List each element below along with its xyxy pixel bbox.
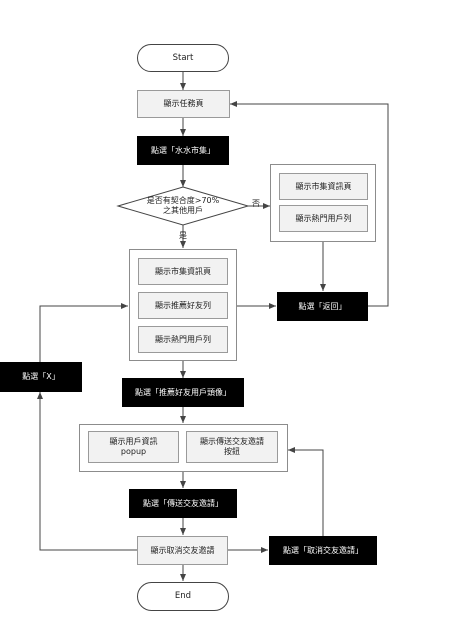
- show-cancel-invite: 顯示取消交友邀請: [137, 536, 228, 565]
- decision-diamond: [116, 186, 250, 226]
- click-back: 點選「返回」: [277, 292, 368, 321]
- label-yes: 是: [179, 231, 187, 240]
- edge-clickcancel-popupgroup: [288, 447, 324, 536]
- label-no: 否: [252, 199, 260, 208]
- yes-hot-users: 顯示熱門用戶列: [138, 326, 228, 353]
- show-task-page: 顯示任務頁: [137, 90, 230, 118]
- edge-back-task: [230, 101, 389, 307]
- start-node: Start: [137, 44, 229, 72]
- click-market: 點選「水水市集」: [137, 136, 229, 165]
- yes-market-info: 顯示市集資訊頁: [138, 258, 228, 285]
- no-market-info: 顯示市集資訊頁: [279, 173, 368, 200]
- click-send-invite: 點選「傳送交友邀請」: [129, 489, 237, 518]
- edge-cancelshow-x: [37, 392, 137, 551]
- decision-text: 是否有契合度>70% 之其他用戶: [146, 196, 220, 215]
- yes-recommend-friends: 顯示推薦好友列: [138, 292, 228, 319]
- edge-x-yesgroup: [39, 303, 128, 362]
- end-node: End: [137, 582, 229, 611]
- click-recommend-avatar: 點選「推薦好友用戶頭像」: [122, 378, 244, 407]
- click-x: 點選「X」: [0, 362, 82, 392]
- user-info-popup: 顯示用戶資訊 popup: [88, 431, 179, 463]
- send-invite-button-shown: 顯示傳送交友邀請 按鈕: [186, 431, 278, 463]
- no-hot-users: 顯示熱門用戶列: [279, 205, 368, 232]
- click-cancel-invite: 點選「取消交友邀請」: [269, 536, 377, 565]
